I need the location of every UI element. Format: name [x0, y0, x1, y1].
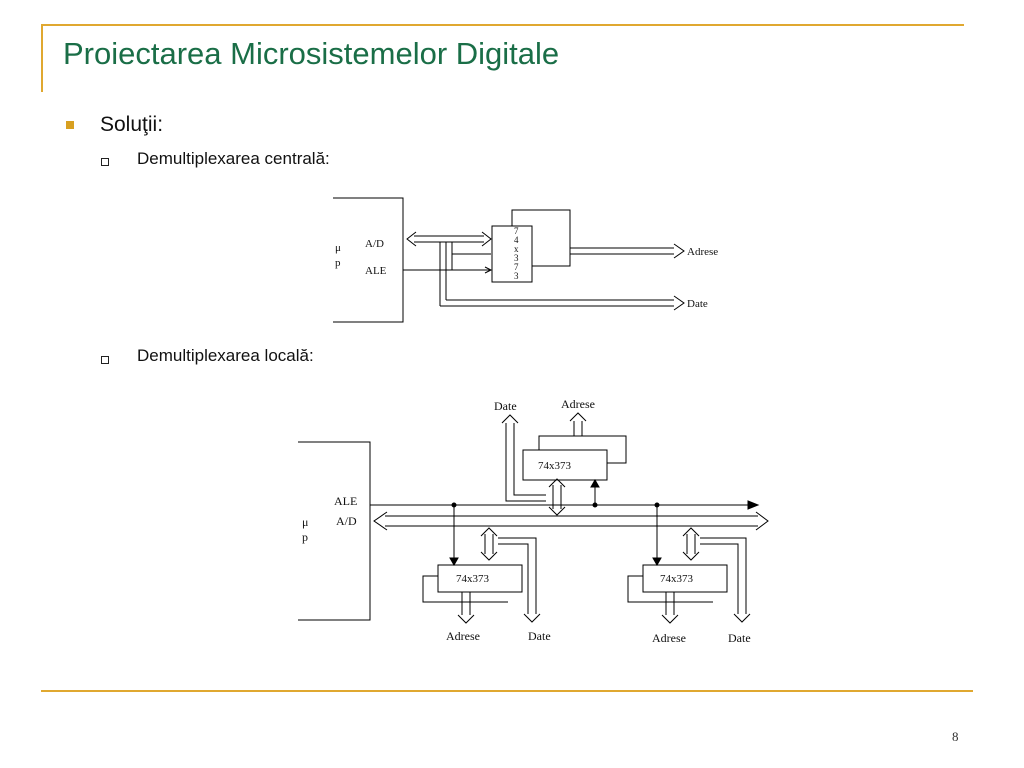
bl-adrese-label: Adrese: [446, 629, 480, 643]
sub-bullet-icon: [101, 356, 109, 364]
top-date-label: Date: [494, 399, 517, 413]
pin-ad-label: A/D: [365, 238, 384, 250]
sub-bullet-icon: [101, 158, 109, 166]
latch-right-ad-arrow: [682, 527, 700, 561]
header-accent-bar: [41, 24, 43, 92]
ad-bus-double-arrow: [373, 511, 769, 531]
pin-ad-label: A/D: [336, 514, 357, 528]
chip-digit: 4: [514, 235, 519, 245]
chip-digit: 7: [514, 262, 519, 272]
page-number: 8: [952, 729, 959, 744]
bl-date-label: Date: [528, 629, 551, 643]
chip-digit: 3: [514, 271, 519, 281]
footer-accent-line: [41, 690, 973, 692]
cpu-p-label: p: [335, 257, 341, 269]
adrese-output-arrow: [570, 243, 685, 259]
latch-top-feedback: [538, 435, 627, 464]
date-label: Date: [687, 298, 708, 310]
latch-top-chip: [522, 449, 608, 481]
br-date-label: Date: [728, 631, 751, 645]
chip-digit: 3: [514, 253, 519, 263]
latch-left-feedback: [422, 575, 508, 603]
bl-date-arrow: [498, 537, 541, 623]
latch-left-chip: [437, 564, 523, 593]
bl-adrese-arrow: [457, 592, 475, 624]
adrese-label: Adrese: [687, 246, 718, 258]
date-output-arrow: [439, 242, 685, 311]
ale-arrow: [484, 266, 493, 274]
cpu-p-label: p: [302, 530, 308, 544]
latch-top-ale-arrow: [590, 478, 600, 488]
latch-top-label: 74x373: [538, 460, 572, 472]
latch-right-feedback: [627, 575, 713, 603]
cpu-mu-label: μ: [335, 242, 341, 254]
latch-right-ale-arrow: [652, 557, 662, 567]
br-date-arrow: [700, 537, 751, 623]
latch-left-label: 74x373: [456, 573, 490, 585]
bullet-demux-local: Demultiplexarea locală:: [137, 346, 314, 365]
ad-bus-double-arrow: [406, 231, 492, 247]
br-adrese-arrow: [661, 592, 679, 624]
bullet-solutii: Soluţii:: [100, 113, 164, 136]
pin-ale-label: ALE: [334, 494, 357, 508]
ale-arrow: [747, 500, 760, 510]
chip-digit: x: [514, 244, 519, 254]
cpu-block-outline: [298, 441, 371, 621]
latch-right-label: 74x373: [660, 573, 694, 585]
br-adrese-label: Adrese: [652, 631, 686, 645]
top-adrese-arrow: [569, 412, 587, 436]
slide-title: Proiectarea Microsistemelor Digitale: [63, 36, 560, 71]
bullet-demux-central: Demultiplexarea centrală:: [137, 149, 330, 168]
latch-right-chip: [642, 564, 728, 593]
latch-left-ale-arrow: [449, 557, 459, 567]
chip-digit: 7: [514, 226, 519, 236]
latch-feedback-outline: [511, 209, 571, 267]
top-adrese-label: Adrese: [561, 397, 595, 411]
top-date-arrow: [501, 414, 546, 502]
cpu-block-outline: [333, 197, 404, 323]
latch-left-ad-arrow: [480, 527, 498, 561]
latch-74x373-chip: [491, 225, 533, 283]
cpu-mu-label: μ: [302, 515, 308, 529]
central-demux-diagram: μ p A/D ALE 7 4 x 3 7 3 Adrese Date: [283, 170, 781, 350]
bullet-square-icon: [66, 121, 74, 129]
local-demux-diagram: μ p ALE A/D 74x373 Adrese Date 74x: [248, 366, 818, 682]
latch-top-ad-arrow: [548, 478, 566, 516]
pin-ale-label: ALE: [365, 265, 387, 277]
header-accent-line: [41, 24, 964, 26]
